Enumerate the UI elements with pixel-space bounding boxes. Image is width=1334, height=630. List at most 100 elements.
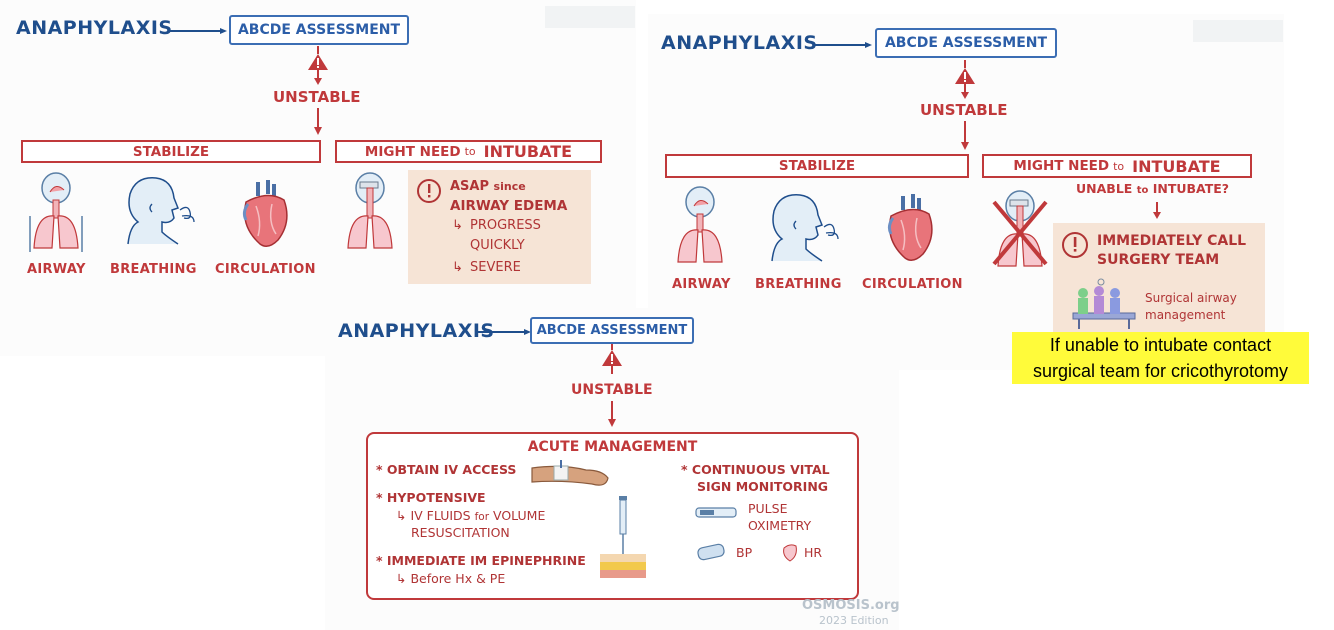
iv-text: OBTAIN IV ACCESS: [386, 462, 517, 477]
fluids-b: VOLUME: [493, 508, 546, 523]
note-head-2: AIRWAY EDEMA: [450, 198, 568, 214]
acute-fluids: ↳ IV FLUIDS for VOLUME: [396, 508, 546, 523]
acute-epinephrine: * IMMEDIATE IM EPINEPHRINE: [376, 553, 586, 568]
panel-2-intubate-box: MIGHT NEED to INTUBATE: [982, 154, 1252, 178]
panel-1-stabilize-box: STABILIZE: [21, 140, 321, 163]
panel-2-label-breathing: BREATHING: [755, 277, 842, 292]
panel-3-arrow-down: [608, 401, 616, 427]
panel-1-arrow-right: [170, 28, 227, 34]
panel-1-arrow-down: [314, 108, 322, 135]
note-head-1: ASAP since: [450, 179, 526, 194]
watermark-osmosis: OSMOSIS.org: [802, 598, 900, 613]
call-line-2: SURGERY TEAM: [1097, 252, 1220, 268]
panel-1-label-breathing: BREATHING: [110, 262, 197, 277]
panel-1-intubate-box: MIGHT NEED to INTUBATE: [335, 140, 602, 163]
call-sub-2: management: [1145, 308, 1226, 322]
head-breathing-icon: [771, 194, 839, 262]
hypo-text: HYPOTENSIVE: [386, 490, 486, 505]
acute-vital-1: * CONTINUOUS VITAL: [681, 462, 830, 477]
panel-2-title: ANAPHYLAXIS: [661, 32, 818, 54]
panel-1-corner-mark: [545, 6, 635, 28]
acute-pulse-2: OXIMETRY: [748, 518, 812, 533]
intubate-word: INTUBATE: [483, 142, 573, 161]
acute-title: ACUTE MANAGEMENT: [527, 439, 698, 455]
panel-3-warning-icon: [602, 344, 622, 374]
call-sub-1: Surgical airway: [1145, 291, 1237, 305]
heart-icon: [242, 180, 288, 247]
lungs-airway-icon: [677, 186, 723, 263]
panel-2-label-airway: AIRWAY: [672, 277, 731, 292]
panel-1-label-circulation: CIRCULATION: [215, 262, 316, 277]
warning-icon: [417, 179, 441, 203]
caption-line-1: If unable to intubate contact: [1049, 335, 1272, 355]
panel-2-arrow-down: [961, 121, 969, 150]
epi-text: IMMEDIATE IM EPINEPHRINE: [386, 553, 586, 568]
panel-2-unable: UNABLE to INTUBATE?: [1076, 181, 1229, 196]
note-arrow-2: ↳: [452, 260, 463, 275]
intubate-to: to: [1113, 159, 1125, 173]
fluids-a: IV FLUIDS: [410, 508, 471, 523]
acute-vital-2: SIGN MONITORING: [697, 479, 829, 494]
highlight-caption: If unable to intubate contact surgical t…: [1012, 332, 1309, 384]
panel-2-label-circulation: CIRCULATION: [862, 277, 963, 292]
panel-1: ANAPHYLAXIS ABCDE ASSESSMENT UNSTABLE ST…: [0, 0, 636, 356]
unable-to: to: [1136, 185, 1149, 196]
panel-2-surgery-note: IMMEDIATELY CALL SURGERY TEAM Surgical a…: [1053, 223, 1265, 343]
caption-line-2: surgical team for cricothyrotomy: [1032, 361, 1289, 381]
acute-hypotensive: * HYPOTENSIVE: [376, 490, 486, 505]
panel-2-unstable: UNSTABLE: [920, 101, 1008, 119]
crossed-intubation-icon: [992, 190, 1048, 267]
panel-3: ANAPHYLAXIS ABCDE ASSESSMENT UNSTABLE AC…: [325, 308, 900, 630]
note-progress: PROGRESS: [470, 218, 541, 233]
vital1-text: CONTINUOUS VITAL: [691, 462, 830, 477]
unable-prefix: UNABLE: [1076, 181, 1133, 196]
panel-1-title: ANAPHYLAXIS: [16, 17, 173, 39]
pulse-oximeter-icon: [695, 507, 737, 518]
before-text: Before Hx & PE: [410, 571, 506, 586]
note-asap: ASAP: [450, 179, 490, 194]
intubation-icon: [347, 172, 393, 249]
panel-1-warning-icon: [308, 46, 328, 85]
lungs-airway-icon: [29, 172, 83, 252]
panel-3-unstable: UNSTABLE: [571, 382, 653, 398]
watermark-edition: 2023 Edition: [819, 614, 889, 627]
acute-pulse-1: PULSE: [748, 501, 788, 516]
iv-arm-icon: [531, 460, 609, 486]
panel-2-arrow-right: [815, 42, 872, 48]
fluids-for: for: [474, 511, 490, 523]
panel-3-arrow-right: [478, 329, 531, 335]
note-severe: SEVERE: [470, 260, 521, 275]
heart-icon: [783, 544, 797, 562]
bp-cuff-icon: [697, 543, 725, 561]
panel-1-unstable: UNSTABLE: [273, 88, 361, 106]
acute-iv-access: * OBTAIN IV ACCESS: [376, 462, 517, 477]
intubate-prefix: MIGHT NEED: [364, 143, 461, 160]
acute-management-box: ACUTE MANAGEMENT * OBTAIN IV ACCESS * HY…: [366, 432, 859, 600]
panel-1-assessment-box: ABCDE ASSESSMENT: [229, 15, 409, 45]
heart-icon: [887, 194, 933, 261]
warning-icon: [1062, 232, 1088, 258]
note-since: since: [493, 180, 526, 193]
panel-2: ANAPHYLAXIS ABCDE ASSESSMENT UNSTABLE ST…: [648, 14, 1284, 370]
panel-2-arrow-down-2: [1153, 202, 1161, 219]
panel-1-edema-note: ASAP since AIRWAY EDEMA ↳ PROGRESS QUICK…: [408, 170, 591, 284]
panel-3-assessment-box: ABCDE ASSESSMENT: [530, 317, 694, 344]
panel-3-title: ANAPHYLAXIS: [338, 320, 495, 342]
head-breathing-icon: [127, 177, 195, 245]
call-line-1: IMMEDIATELY CALL: [1097, 233, 1247, 249]
panel-1-label-airway: AIRWAY: [27, 262, 86, 277]
surgery-team-icon: [1072, 278, 1136, 329]
note-quickly: QUICKLY: [470, 238, 525, 253]
note-arrow-1: ↳: [452, 218, 463, 233]
acute-before: ↳ Before Hx & PE: [396, 571, 506, 586]
acute-bp: BP: [736, 545, 753, 560]
unable-word: INTUBATE?: [1152, 181, 1230, 196]
panel-2-stabilize-box: STABILIZE: [665, 154, 969, 178]
panel-2-warning-icon: [955, 60, 975, 99]
panel-2-corner-mark: [1193, 20, 1283, 42]
acute-fluids-2: RESUSCITATION: [411, 525, 510, 540]
acute-hr: HR: [804, 545, 823, 560]
intubate-to: to: [464, 145, 476, 158]
intubate-prefix: MIGHT NEED: [1013, 158, 1110, 174]
syringe-icon: [600, 496, 646, 578]
